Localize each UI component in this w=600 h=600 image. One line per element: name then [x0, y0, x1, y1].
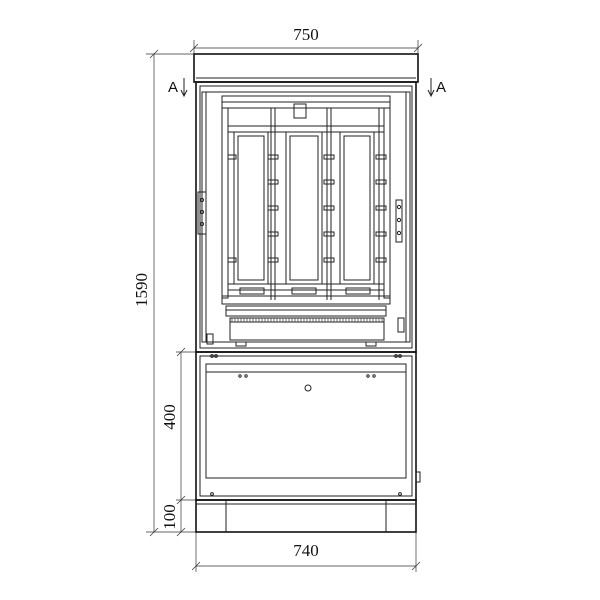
dimension-bottom-width: 740 — [191, 532, 421, 572]
dimension-base-height: 100 — [160, 500, 186, 537]
panel-clamps — [227, 154, 387, 263]
base-plinth — [195, 499, 417, 533]
dimension-cabinet-height: 400 — [160, 347, 206, 505]
equipment-panel-2 — [285, 131, 323, 295]
roof-cap — [193, 53, 419, 83]
base-height-label: 100 — [160, 504, 179, 530]
top-width-label: 750 — [293, 25, 319, 44]
dimension-top-width: 750 — [189, 25, 423, 80]
section-mark-left: A — [168, 78, 188, 98]
mounting-frame — [221, 95, 391, 305]
equipment-panel-1 — [233, 131, 269, 295]
section-mark-right: A — [427, 78, 446, 98]
total-height-label: 1590 — [132, 273, 151, 307]
dimension-total-height: 1590 — [132, 49, 196, 537]
upper-cabinet — [195, 81, 417, 353]
section-mark-left-label: A — [168, 79, 178, 96]
terminal-strip — [231, 318, 383, 322]
lower-cabinet — [195, 351, 421, 501]
bottom-width-label: 740 — [293, 541, 319, 560]
section-mark-right-label: A — [436, 79, 446, 96]
equipment-panel-3 — [339, 131, 375, 295]
cable-tray — [225, 305, 387, 341]
cabinet-height-label: 400 — [160, 404, 179, 430]
